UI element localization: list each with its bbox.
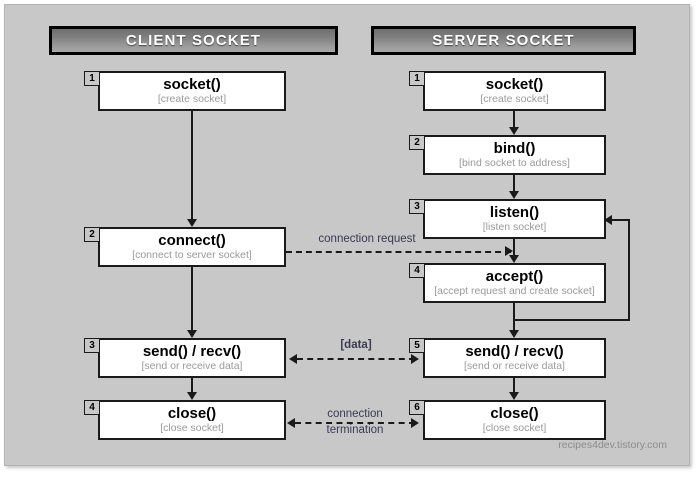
server-step-badge-5-label: 5 (414, 339, 420, 351)
server-loop-bottom-segment (513, 319, 630, 321)
client-step-badge-1: 1 (84, 71, 99, 86)
client-column-header: CLIENT SOCKET (49, 26, 338, 55)
client-step-badge-4-label: 4 (89, 401, 95, 413)
server-loop-arrow-into-listen (604, 215, 612, 225)
link-termination-arrow-left (287, 418, 295, 428)
server-column-header-label: SERVER SOCKET (432, 32, 575, 49)
client-node-connect[interactable]: connect() [connect to server socket] (98, 227, 286, 267)
client-node-socket-title: socket() (163, 75, 221, 93)
link-data-text: [data] (340, 339, 372, 351)
server-node-send-recv-sub: [send or receive data] (464, 360, 565, 373)
link-data-arrow-right (411, 354, 419, 364)
server-node-send-recv[interactable]: send() / recv() [send or receive data] (423, 338, 606, 378)
client-node-send-recv-title: send() / recv() (142, 342, 242, 360)
client-step-badge-3: 3 (84, 338, 99, 353)
server-step-badge-3-label: 3 (414, 200, 420, 212)
server-flow-bind-to-listen (513, 175, 515, 191)
server-flow-listen-to-accept (513, 239, 515, 255)
server-flow-arrow-close (509, 392, 519, 400)
client-step-badge-1-label: 1 (89, 72, 95, 84)
client-node-close-sub: [close socket] (160, 422, 224, 435)
client-step-badge-4: 4 (84, 400, 99, 415)
client-flow-socket-to-connect (191, 111, 193, 219)
server-loop-top-segment (612, 219, 630, 221)
watermark: recipes4dev.tistory.com (558, 439, 667, 451)
link-data-label: [data] (316, 339, 396, 352)
client-flow-arrow-close (187, 392, 197, 400)
server-node-send-recv-title: send() / recv() (465, 342, 564, 360)
server-flow-accept-to-send (513, 303, 515, 330)
server-flow-arrow-bind (509, 127, 519, 135)
client-flow-arrow-connect (187, 219, 197, 227)
server-node-close-sub: [close socket] (482, 422, 547, 435)
server-node-bind-title: bind() (493, 139, 536, 157)
server-node-socket[interactable]: socket() [create socket] (423, 71, 606, 111)
server-loop-right-segment (628, 219, 630, 321)
server-step-badge-1: 1 (409, 71, 424, 86)
link-termination-line (295, 422, 415, 424)
server-node-socket-title: socket() (485, 75, 544, 93)
client-node-socket[interactable]: socket() [create socket] (98, 71, 286, 111)
client-step-badge-2: 2 (84, 227, 99, 242)
link-termination-label-line2: termination (305, 424, 405, 438)
client-step-badge-2-label: 2 (89, 228, 95, 240)
server-flow-socket-to-bind (513, 111, 515, 127)
server-step-badge-4-label: 4 (414, 264, 420, 276)
client-flow-send-to-close (191, 378, 193, 392)
server-flow-arrow-accept (509, 255, 519, 263)
client-node-connect-sub: [connect to server socket] (132, 249, 252, 262)
client-node-send-recv-sub: [send or receive data] (141, 360, 243, 373)
server-flow-send-to-close (513, 378, 515, 392)
link-connection-request-line (286, 251, 511, 253)
server-step-badge-2: 2 (409, 135, 424, 150)
server-step-badge-6-label: 6 (414, 401, 420, 413)
link-termination-arrow-right (411, 418, 419, 428)
server-step-badge-6: 6 (409, 400, 424, 415)
server-flow-arrow-send (509, 330, 519, 338)
link-data-line (297, 358, 415, 360)
server-node-bind-sub: [bind socket to address] (459, 157, 570, 170)
server-node-accept-title: accept() (485, 267, 544, 285)
diagram-frame: CLIENT SOCKET SERVER SOCKET socket() [cr… (4, 4, 690, 466)
server-node-socket-sub: [create socket] (480, 93, 549, 106)
server-step-badge-4: 4 (409, 263, 424, 278)
server-node-accept[interactable]: accept() [accept request and create sock… (423, 263, 606, 303)
client-node-connect-title: connect() (158, 231, 226, 249)
server-step-badge-5: 5 (409, 338, 424, 353)
server-step-badge-3: 3 (409, 199, 424, 214)
client-node-send-recv[interactable]: send() / recv() [send or receive data] (98, 338, 286, 378)
link-termination-text-2: termination (326, 424, 384, 436)
client-node-socket-sub: [create socket] (157, 93, 227, 106)
client-step-badge-3-label: 3 (89, 339, 95, 351)
client-node-close-title: close() (167, 404, 217, 422)
server-node-close-title: close() (490, 404, 539, 422)
link-connection-request-text: connection request (318, 233, 416, 245)
server-step-badge-2-label: 2 (414, 136, 420, 148)
server-node-bind[interactable]: bind() [bind socket to address] (423, 135, 606, 175)
client-column-header-label: CLIENT SOCKET (125, 32, 262, 49)
link-data-arrow-left (289, 354, 297, 364)
server-node-listen[interactable]: listen() [listen socket] (423, 199, 606, 239)
server-flow-arrow-listen (509, 191, 519, 199)
server-node-accept-sub: [accept request and create socket] (434, 285, 595, 298)
server-step-badge-1-label: 1 (414, 72, 420, 84)
server-node-listen-title: listen() (489, 203, 540, 221)
server-column-header: SERVER SOCKET (371, 26, 636, 55)
link-connection-request-arrow (505, 246, 513, 256)
link-termination-text-1: connection (327, 408, 383, 420)
link-connection-request-label: connection request (297, 233, 437, 246)
client-flow-connect-to-send (191, 267, 193, 330)
client-flow-arrow-send (187, 330, 197, 338)
server-node-close[interactable]: close() [close socket] (423, 400, 606, 440)
server-node-listen-sub: [listen socket] (482, 221, 547, 234)
link-termination-label-line1: connection (305, 408, 405, 422)
client-node-close[interactable]: close() [close socket] (98, 400, 286, 440)
